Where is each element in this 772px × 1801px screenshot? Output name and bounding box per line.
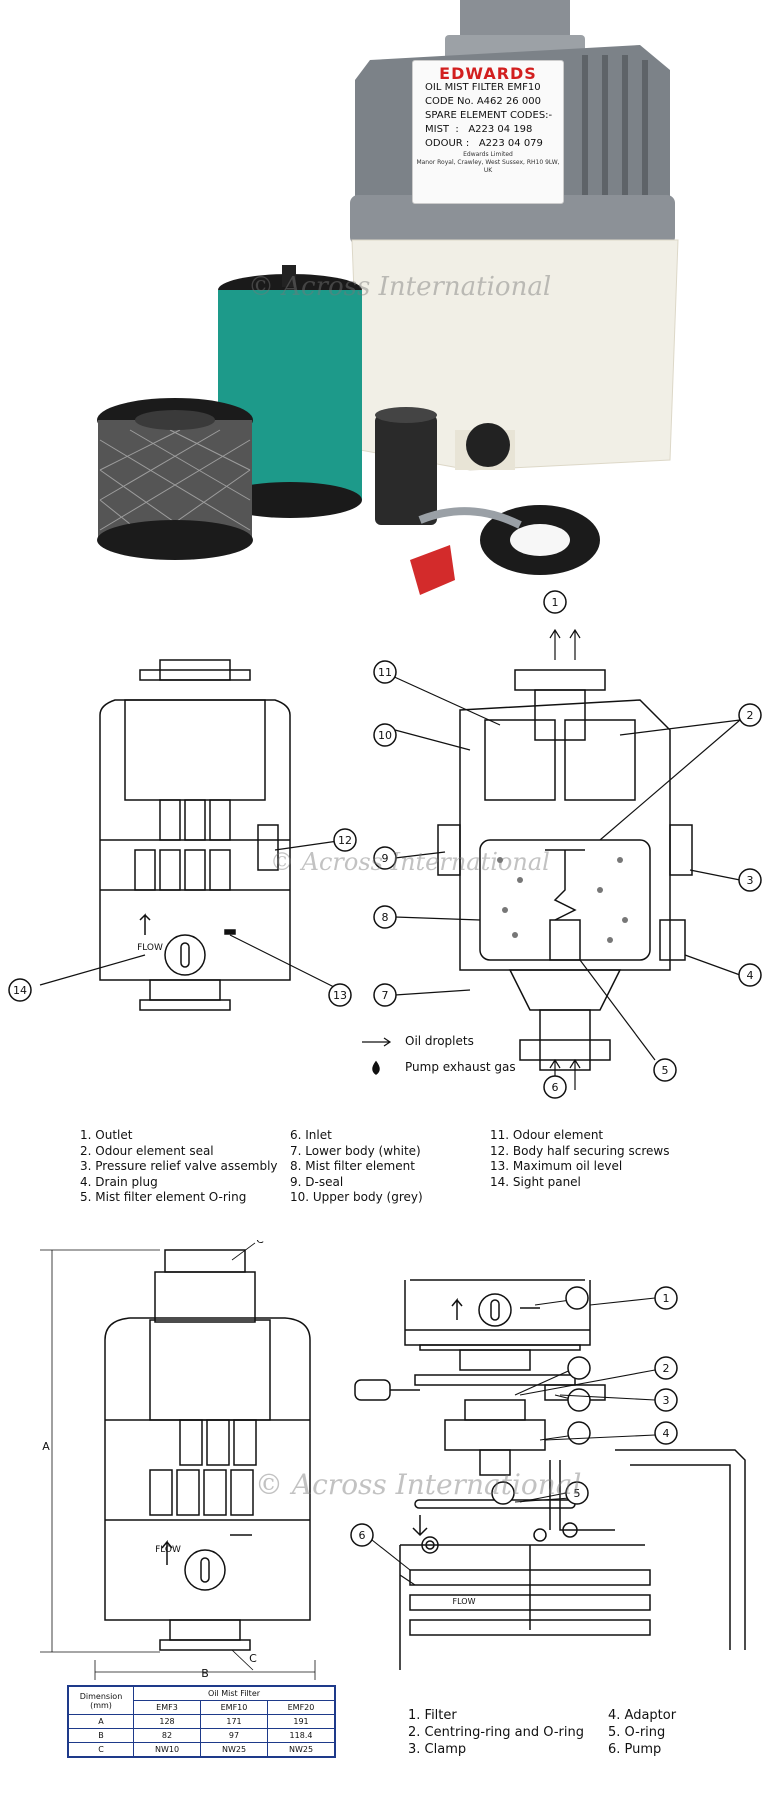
legend-item: 2. Centring-ring and O-ring	[408, 1725, 584, 1740]
label-address: Manor Royal, Crawley, West Sussex, RH10 …	[416, 159, 560, 174]
table-cell: 128	[133, 1714, 201, 1729]
legend-item: 4. Drain plug	[80, 1174, 158, 1189]
legend-item: 2. Odour element seal	[80, 1143, 214, 1158]
install-callout-4: 4	[663, 1427, 670, 1440]
callout-5: 5	[662, 1064, 669, 1077]
legend-item: 9. D-seal	[290, 1174, 344, 1189]
gas-drop-icon	[372, 1060, 380, 1075]
product-label: EDWARDS OIL MIST FILTER EMF10 CODE No. A…	[412, 60, 564, 204]
install-callout-1: 1	[663, 1292, 670, 1305]
table-cell: C	[67, 1742, 134, 1758]
install-callouts: 1 2 3 4 5 6 FLOW	[350, 1286, 678, 1606]
label-company: Edwards Limited	[463, 151, 513, 158]
callout-2: 2	[747, 709, 754, 722]
installation-diagram	[354, 1279, 746, 1670]
install-callout-3: 3	[663, 1394, 670, 1407]
legend-item: 1. Filter	[408, 1708, 457, 1723]
install-callout-2: 2	[663, 1362, 670, 1375]
legend-item: 14. Sight panel	[490, 1174, 581, 1189]
install-callout-6: 6	[359, 1529, 366, 1542]
callout-11: 11	[378, 666, 392, 679]
table-cell: 82	[133, 1728, 201, 1743]
legend-item: 5. Mist filter element O-ring	[80, 1190, 247, 1204]
label-mist-row: MIST : A223 04 198	[425, 124, 533, 135]
table-cell: 118.4	[267, 1728, 336, 1743]
legend-item: 13. Maximum oil level	[490, 1159, 623, 1173]
legend-item: 6. Inlet	[290, 1128, 332, 1142]
label-odour-row: ODOUR : A223 04 079	[425, 138, 543, 149]
dim-label-c-top: C	[256, 1240, 264, 1246]
table-model-header: EMF10	[200, 1700, 268, 1715]
dim-label-b: B	[201, 1667, 209, 1680]
callout-6: 6	[552, 1081, 559, 1094]
dimension-drawing: A B C C FLOW	[40, 1240, 316, 1680]
left-body-outline	[99, 699, 291, 981]
callout-3: 3	[747, 874, 754, 887]
callout-9: 9	[382, 852, 389, 865]
callout-14: 14	[13, 984, 27, 997]
left-sight-panel	[164, 934, 206, 976]
watermark-install: © Across International	[255, 1468, 582, 1501]
brand-logo: EDWARDS	[439, 64, 537, 83]
install-legend-col1: 1. Filter 2. Centring-ring and O-ring 3.…	[408, 1707, 584, 1758]
table-row: C NW10 NW25 NW25	[67, 1742, 336, 1758]
section-drain-plug	[659, 919, 686, 961]
dim-label-a: A	[42, 1440, 50, 1453]
parts-legend-col2: 6. Inlet 7. Lower body (white) 8. Mist f…	[290, 1128, 423, 1206]
callout-4: 4	[747, 969, 754, 982]
cross-section-diagram: 1 11 2 10 12 9 3 8 4 7 14 13 5 6 FLOW Oi…	[8, 590, 762, 1099]
key-gas: Pump exhaust gas	[405, 1060, 516, 1074]
watermark-photo: © Across International	[248, 272, 552, 302]
legend-item: 3. Pressure relief valve assembly	[80, 1159, 278, 1173]
flow-label-1: FLOW	[137, 943, 163, 953]
label-spare-heading: SPARE ELEMENT CODES:-	[425, 110, 553, 121]
install-callout-5: 5	[574, 1487, 581, 1500]
table-header-dimension: Dimension(mm)	[67, 1685, 134, 1715]
watermark-diagram: © Across International	[270, 848, 550, 876]
label-title: OIL MIST FILTER EMF10	[425, 82, 541, 93]
table-model-header: EMF3	[133, 1700, 201, 1715]
flow-label-3: FLOW	[453, 1597, 476, 1606]
table-row: B 82 97 118.4	[67, 1728, 336, 1743]
callout-8: 8	[382, 911, 389, 924]
table-row: A 128 171 191	[67, 1714, 336, 1729]
table-group-header: Oil Mist Filter	[133, 1685, 336, 1701]
legend-item: 11. Odour element	[490, 1128, 604, 1142]
table-model-header: EMF20	[267, 1700, 336, 1715]
dimension-table: Dimension(mm) Oil Mist Filter EMF3 EMF10…	[67, 1685, 336, 1758]
flow-label-2: FLOW	[155, 1545, 181, 1555]
legend-item: 3. Clamp	[408, 1742, 467, 1757]
legend-item: 12. Body half securing screws	[490, 1143, 670, 1158]
table-cell: 171	[200, 1714, 268, 1729]
parts-legend-col3: 11. Odour element 12. Body half securing…	[490, 1128, 669, 1190]
dim-label-c-bottom: C	[249, 1652, 257, 1665]
install-legend-col2: 4. Adaptor 5. O-ring 6. Pump	[608, 1707, 676, 1758]
legend-item: 10. Upper body (grey)	[290, 1190, 423, 1204]
legend-item: 4. Adaptor	[608, 1708, 677, 1723]
callout-13: 13	[333, 989, 347, 1002]
legend-item: 1. Outlet	[80, 1128, 133, 1142]
callout-10: 10	[378, 729, 392, 742]
sight-window	[257, 824, 279, 871]
callout-7: 7	[382, 989, 389, 1002]
table-cell: B	[67, 1728, 134, 1743]
table-cell: A	[67, 1714, 134, 1729]
legend-item: 5. O-ring	[608, 1725, 666, 1740]
table-cell: NW25	[267, 1742, 336, 1758]
legend-item: 6. Pump	[608, 1742, 662, 1757]
callout-12: 12	[338, 834, 352, 847]
table-cell: 97	[200, 1728, 268, 1743]
callout-1: 1	[552, 596, 559, 609]
legend-item: 7. Lower body (white)	[290, 1143, 421, 1158]
parts-legend-col1: 1. Outlet 2. Odour element seal 3. Press…	[80, 1128, 278, 1206]
droplet-arrow-icon	[362, 1037, 392, 1047]
legend-item: 8. Mist filter element	[290, 1159, 415, 1173]
label-code: CODE No. A462 26 000	[425, 96, 541, 107]
table-cell: NW25	[200, 1742, 268, 1758]
key-droplets: Oil droplets	[405, 1034, 474, 1048]
table-cell: 191	[267, 1714, 336, 1729]
table-cell: NW10	[133, 1742, 201, 1758]
